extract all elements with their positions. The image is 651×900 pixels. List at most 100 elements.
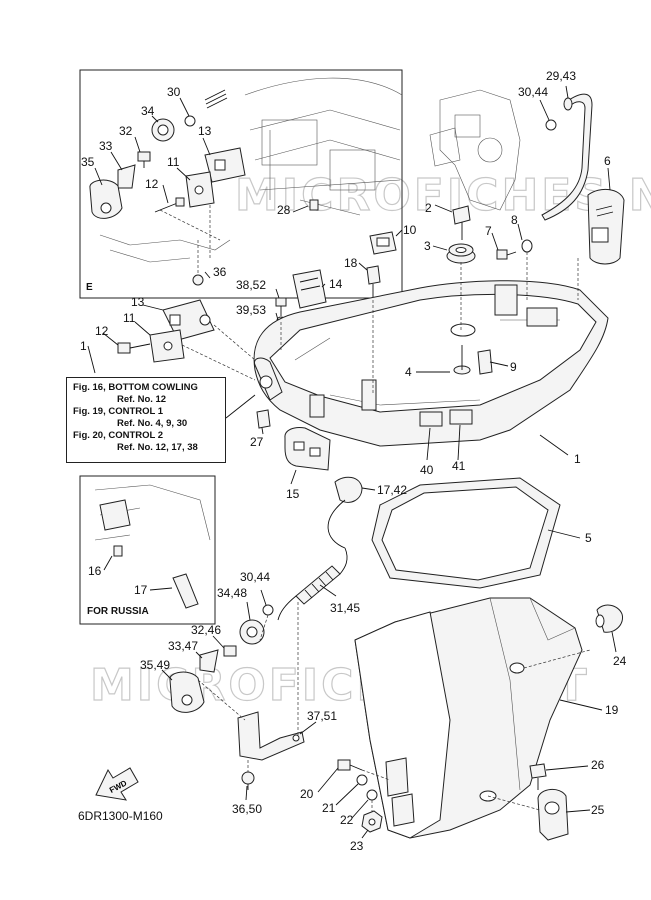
part-19-lower-cowling xyxy=(354,597,591,839)
callout-7: 7 xyxy=(485,224,492,238)
part-32-screw xyxy=(137,151,151,168)
callout-34: 34 xyxy=(141,104,155,118)
ref-line-title: Fig. 16, BOTTOM COWLING xyxy=(73,382,198,393)
callout-35-49: 35,49 xyxy=(140,658,170,672)
callout-4: 4 xyxy=(405,365,412,379)
part-6-bracket xyxy=(587,188,625,265)
part-35-grommet xyxy=(89,179,123,219)
callout-30-44: 30,44 xyxy=(518,85,548,99)
part-25-bracket xyxy=(537,789,569,841)
callout-14: 14 xyxy=(329,277,343,291)
callout-10: 10 xyxy=(403,223,417,237)
part-20-bolt xyxy=(337,759,363,771)
callout-24: 24 xyxy=(613,654,627,668)
callout-5: 5 xyxy=(585,531,592,545)
part-18-clip xyxy=(366,265,381,300)
callout-17-russia: 17 xyxy=(134,583,148,597)
part-11-plate-left xyxy=(149,329,185,363)
callout-1-left: 1 xyxy=(80,339,87,353)
part-32-screw-lower xyxy=(223,645,237,657)
callout-29-43: 29,43 xyxy=(546,69,576,83)
callout-13-left: 13 xyxy=(131,295,145,309)
part-12-bolt-left xyxy=(117,342,151,354)
callout-1-right: 1 xyxy=(574,452,581,466)
fwd-arrow: FWD xyxy=(95,767,139,801)
part-30-clip xyxy=(184,89,228,127)
ref-line-title: Fig. 19, CONTROL 1 xyxy=(73,406,164,417)
part-35-grommet-lower xyxy=(169,671,205,713)
callout-22: 22 xyxy=(340,813,354,827)
inset-russia-caption: FOR RUSSIA xyxy=(87,606,149,617)
ref-line-ref: Ref. No. 12, 17, 38 xyxy=(117,442,198,453)
part-37-bracket xyxy=(237,711,305,761)
callout-33-47: 33,47 xyxy=(168,639,198,653)
callouts: 30 34 32 13 33 35 11 12 28 36 29,43 30,4… xyxy=(78,69,627,853)
part-30-clip-right xyxy=(545,119,557,131)
callout-6: 6 xyxy=(604,154,611,168)
callout-30-44-lower: 30,44 xyxy=(240,570,270,584)
callout-8: 8 xyxy=(511,213,518,227)
part-13-bracket-left xyxy=(162,299,215,341)
callout-36: 36 xyxy=(213,265,227,279)
callout-11-left: 11 xyxy=(123,311,136,325)
callout-25: 25 xyxy=(591,803,605,817)
part-5-seal xyxy=(371,477,561,589)
inset-top-box: E xyxy=(79,69,403,299)
callout-40: 40 xyxy=(420,463,434,477)
callout-26: 26 xyxy=(591,758,605,772)
callout-16: 16 xyxy=(88,564,102,578)
callout-11: 11 xyxy=(167,155,180,169)
callout-2: 2 xyxy=(425,201,432,215)
part-22-washer xyxy=(366,789,378,801)
callout-38-52: 38,52 xyxy=(236,278,266,292)
callout-23: 23 xyxy=(350,839,364,853)
part-24-grommet xyxy=(595,604,624,633)
callout-27: 27 xyxy=(250,435,264,449)
part-9-fitting xyxy=(477,349,493,375)
part-36-screw xyxy=(192,240,204,286)
ref-line-title: Fig. 20, CONTROL 2 xyxy=(73,430,164,441)
part-26-bolt xyxy=(529,763,547,790)
part-8-washer xyxy=(521,239,533,253)
callout-20: 20 xyxy=(300,787,314,801)
diagram-code: 6DR1300-M160 xyxy=(78,809,163,823)
callout-17-42: 17,42 xyxy=(377,483,407,497)
callout-32-46: 32,46 xyxy=(191,623,221,637)
part-3-grommet xyxy=(446,243,476,264)
callout-41: 41 xyxy=(452,459,466,473)
part-1-bottom-cowling xyxy=(253,280,609,447)
part-12-bolt xyxy=(154,197,185,213)
callout-28: 28 xyxy=(277,203,291,217)
part-15-cover xyxy=(284,427,331,471)
reference-box: Fig. 16, BOTTOM COWLING Ref. No. 12 Fig.… xyxy=(66,377,226,463)
callout-13: 13 xyxy=(198,124,212,138)
part-17-grommet xyxy=(327,476,363,549)
callout-12: 12 xyxy=(145,177,159,191)
callout-31-45: 31,45 xyxy=(330,601,360,615)
part-33-washer-lower xyxy=(199,649,219,673)
ref-line-ref: Ref. No. 12 xyxy=(117,394,167,405)
callout-9: 9 xyxy=(510,360,517,374)
callout-37-51: 37,51 xyxy=(307,709,337,723)
callout-34-48: 34,48 xyxy=(217,586,247,600)
callout-19: 19 xyxy=(605,703,619,717)
part-2-bolt xyxy=(452,205,471,240)
part-29-hose xyxy=(541,93,593,221)
part-23-nut xyxy=(361,810,383,833)
callout-35: 35 xyxy=(81,155,95,169)
part-14-cover xyxy=(292,269,327,309)
callout-32: 32 xyxy=(119,124,133,138)
callout-18: 18 xyxy=(344,256,358,270)
part-27-plate xyxy=(256,409,271,429)
part-33-washer xyxy=(117,164,136,189)
part-34-knob-lower xyxy=(239,619,265,645)
part-11-plate xyxy=(185,171,215,208)
part-4-bolt xyxy=(453,345,471,375)
part-10-grommet xyxy=(369,231,397,255)
callout-33: 33 xyxy=(99,139,113,153)
part-21-washer xyxy=(356,774,368,786)
inset-russia-box: FOR RUSSIA xyxy=(79,475,216,625)
ref-line-ref: Ref. No. 4, 9, 30 xyxy=(117,418,188,429)
part-30-clip-lower xyxy=(262,604,274,616)
